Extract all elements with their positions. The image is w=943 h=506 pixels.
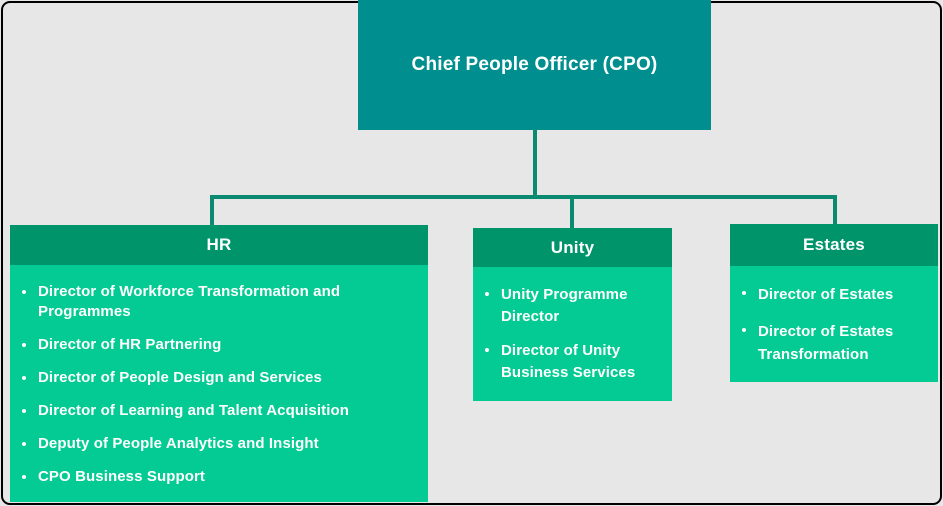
dept-list-hr: Director of Workforce Transformation and… [10,265,428,487]
connector-drop-estates [833,198,837,225]
root-box-cpo: Chief People Officer (CPO) [358,0,711,130]
dept-header-hr: HR [10,225,428,265]
dept-header-estates: Estates [730,224,938,266]
connector-root-stem [533,130,537,196]
org-member-item: Director of Estates Transformation [740,320,930,366]
connector-drop-unity [570,198,574,229]
connector-horizontal-bar [210,195,837,199]
org-member-item: Director of People Design and Services [20,368,420,388]
org-member-item: Deputy of People Analytics and Insight [20,434,420,454]
org-member-item: Director of HR Partnering [20,335,420,355]
org-member-item: Director of Learning and Talent Acquisit… [20,401,420,421]
org-member-item: Director of Unity Business Services [483,340,664,384]
org-member-item: Director of Estates [740,283,930,306]
dept-box-hr: HR Director of Workforce Transformation … [10,225,428,502]
connector-drop-hr [210,198,214,226]
org-member-item: CPO Business Support [20,467,420,487]
org-member-item: Director of Workforce Transformation and… [20,282,420,322]
dept-header-unity: Unity [473,228,672,267]
root-title: Chief People Officer (CPO) [411,54,658,75]
org-member-item: Unity Programme Director [483,284,664,328]
